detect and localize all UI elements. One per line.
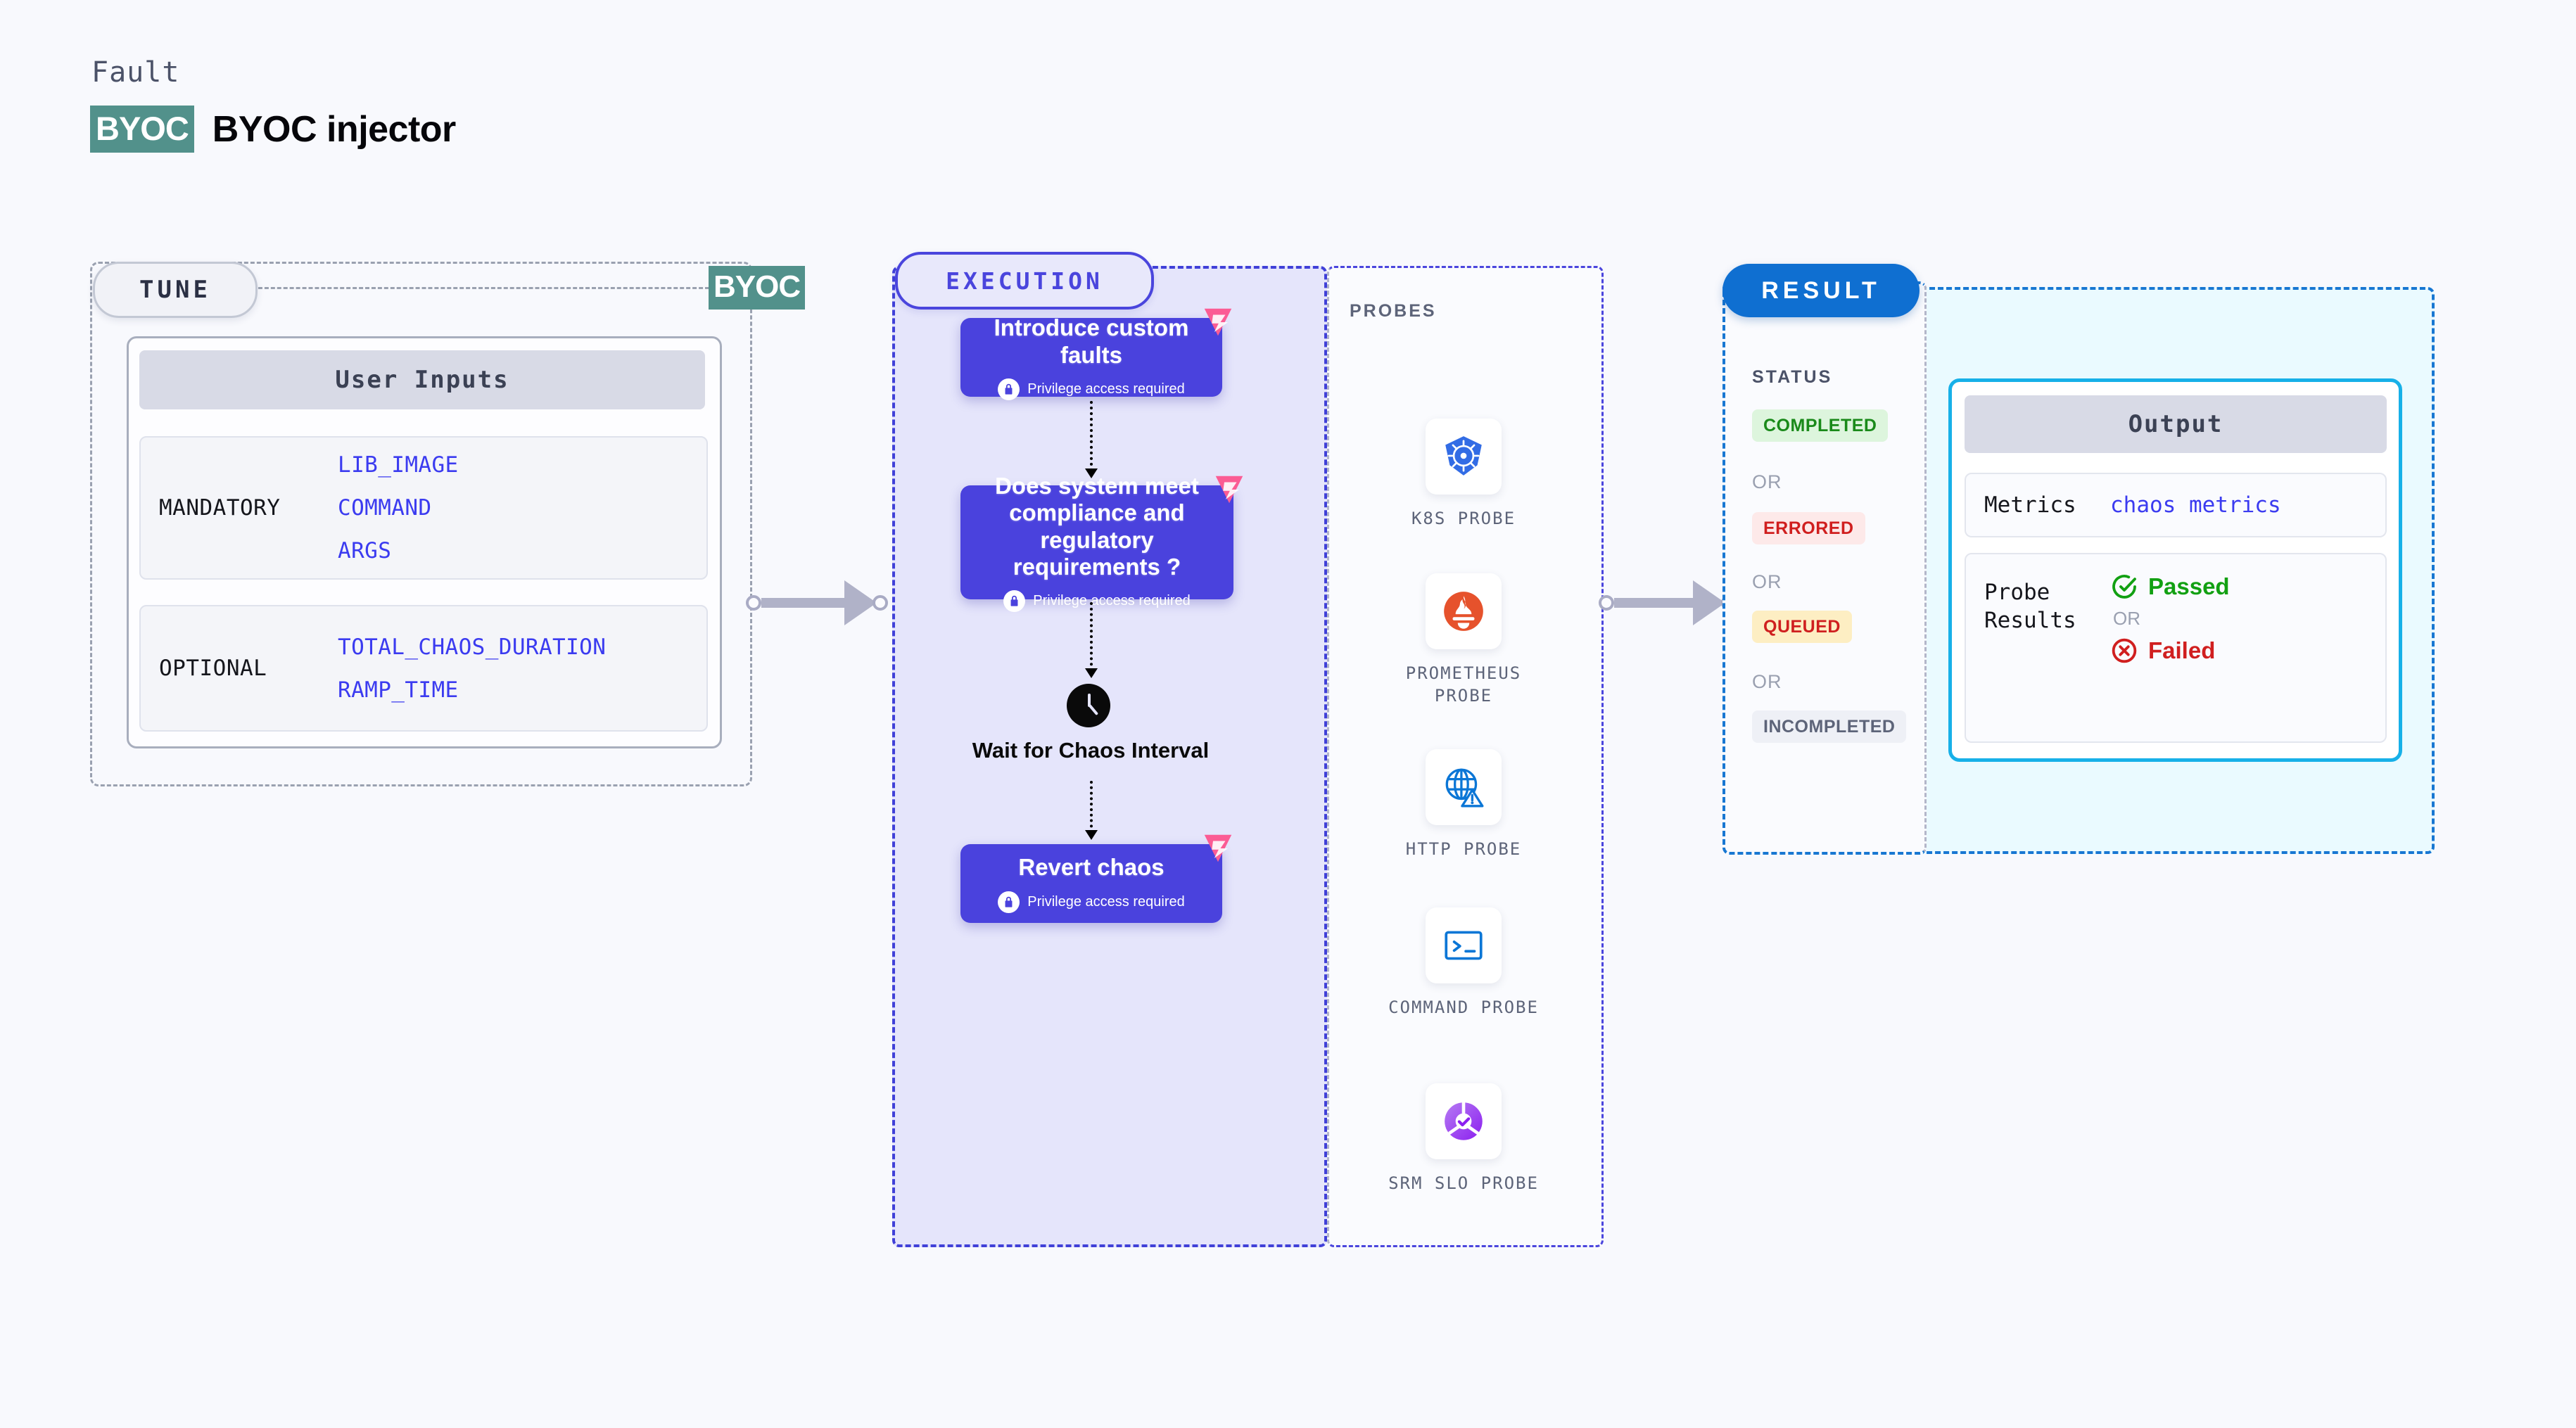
connector-arrowhead	[844, 580, 877, 625]
node-title: Revert chaos	[1018, 854, 1165, 881]
probe-results-row: Probe Results Passed OR Failed	[1965, 553, 2387, 743]
harness-mark-icon	[1215, 476, 1243, 504]
or-separator: OR	[1752, 571, 1782, 592]
output-title: Output	[2128, 410, 2223, 438]
connector-end-dot	[873, 595, 888, 611]
probe-results-label: Probe Results	[1984, 580, 2076, 634]
probe-results-values: Passed OR Failed	[2110, 554, 2230, 665]
probe-label: SRM SLO PROBE	[1388, 1173, 1539, 1193]
metrics-value-link[interactable]: chaos metrics	[2110, 492, 2281, 518]
result-badge-label: RESULT	[1761, 276, 1881, 304]
probe-label: HTTP PROBE	[1405, 839, 1522, 859]
metrics-label: Metrics	[1984, 492, 2076, 518]
wait-for-chaos-interval-label: Wait for Chaos Interval	[972, 738, 1210, 763]
execution-panel	[892, 266, 1327, 1247]
status-badge-queued: QUEUED	[1752, 611, 1852, 643]
check-circle-icon	[2112, 575, 2136, 599]
harness-mark-icon	[1204, 834, 1232, 862]
probe-item-k8s[interactable]: K8S PROBE	[1376, 419, 1552, 530]
x-circle-icon	[2112, 638, 2137, 663]
tune-panel	[90, 262, 752, 786]
tune-badge-label: TUNE	[139, 276, 211, 304]
probe-label: K8S PROBE	[1411, 509, 1516, 528]
clock-icon	[1067, 684, 1110, 727]
harness-mark-icon	[1204, 308, 1232, 336]
node-title: Introduce custom faults	[994, 314, 1189, 368]
probe-item-prometheus[interactable]: PROMETHEUS PROBE	[1376, 573, 1552, 708]
connector-shaft	[1614, 598, 1693, 608]
page-title: BYOC injector	[212, 108, 457, 150]
node-title: Does system meet compliance and regulato…	[995, 472, 1199, 580]
privilege-row: Privilege access required	[998, 891, 1185, 913]
param-lib-image[interactable]: LIB_IMAGE	[338, 452, 459, 478]
metrics-row: Metrics chaos metrics	[1965, 473, 2387, 537]
connector-arrowhead	[1693, 580, 1725, 625]
connector-tune-to-execution	[746, 580, 888, 625]
byoc-edge-badge: BYOC	[709, 266, 806, 310]
mandatory-values: LIB_IMAGE COMMAND ARGS	[338, 452, 459, 563]
kubernetes-icon	[1426, 419, 1502, 495]
mandatory-params-box: MANDATORY LIB_IMAGE COMMAND ARGS	[139, 436, 708, 580]
flow-arrow-1	[1085, 401, 1098, 478]
optional-params-box: OPTIONAL TOTAL_CHAOS_DURATION RAMP_TIME	[139, 605, 708, 732]
page-title-row: BYOC BYOC injector	[90, 106, 456, 153]
terminal-icon	[1426, 907, 1502, 983]
execution-badge-label: EXECUTION	[946, 267, 1103, 295]
privilege-row: Privilege access required	[1003, 590, 1191, 613]
param-args[interactable]: ARGS	[338, 538, 392, 563]
probe-item-srm-slo[interactable]: SRM SLO PROBE	[1376, 1083, 1552, 1194]
optional-values: TOTAL_CHAOS_DURATION RAMP_TIME	[338, 635, 606, 703]
prometheus-icon	[1426, 573, 1502, 649]
or-separator: OR	[1752, 671, 1782, 692]
tune-connector-line	[252, 287, 709, 289]
result-badge[interactable]: RESULT	[1722, 264, 1920, 317]
mandatory-label: MANDATORY	[159, 495, 281, 521]
privilege-label: Privilege access required	[1027, 381, 1185, 397]
user-inputs-header: User Inputs	[139, 350, 705, 409]
status-section-label: STATUS	[1752, 367, 1833, 387]
lock-icon	[1003, 590, 1026, 613]
probes-section-label: PROBES	[1350, 301, 1437, 321]
probe-label: PROMETHEUS PROBE	[1405, 663, 1522, 706]
execution-node-introduce-faults[interactable]: Introduce custom faults Privilege access…	[960, 308, 1232, 400]
probe-result-passed: Passed	[2110, 573, 2230, 601]
fault-eyebrow-label: Fault	[91, 56, 180, 89]
or-separator: OR	[1752, 471, 1782, 492]
param-ramp-time[interactable]: RAMP_TIME	[338, 677, 459, 703]
privilege-row: Privilege access required	[998, 378, 1185, 400]
probe-item-command[interactable]: COMMAND PROBE	[1376, 907, 1552, 1019]
probe-result-failed: Failed	[2110, 637, 2230, 665]
execution-node-revert-chaos[interactable]: Revert chaos Privilege access required	[960, 834, 1232, 923]
status-badge-errored: ERRORED	[1752, 512, 1865, 544]
failed-label: Failed	[2148, 637, 2216, 663]
user-inputs-title: User Inputs	[335, 366, 509, 394]
flow-arrow-2	[1085, 602, 1098, 678]
passed-label: Passed	[2148, 573, 2230, 599]
status-badge-completed: COMPLETED	[1752, 409, 1889, 442]
lock-icon	[998, 378, 1020, 400]
flow-arrow-3	[1085, 781, 1098, 840]
param-command[interactable]: COMMAND	[338, 495, 432, 521]
byoc-badge: BYOC	[90, 106, 194, 153]
param-total-chaos-duration[interactable]: TOTAL_CHAOS_DURATION	[338, 634, 607, 660]
connector-start-dot	[1599, 595, 1614, 611]
lock-icon	[998, 891, 1020, 913]
optional-label: OPTIONAL	[159, 656, 267, 681]
execution-node-compliance-check[interactable]: Does system meet compliance and regulato…	[960, 473, 1243, 613]
privilege-label: Privilege access required	[1033, 593, 1191, 609]
globe-warning-icon	[1426, 749, 1502, 825]
connector-start-dot	[746, 595, 761, 611]
srm-slo-icon	[1426, 1083, 1502, 1159]
probe-item-http[interactable]: HTTP PROBE	[1376, 749, 1552, 860]
connector-execution-to-result	[1599, 580, 1737, 625]
connector-shaft	[761, 598, 844, 608]
execution-badge[interactable]: EXECUTION	[895, 252, 1154, 310]
privilege-label: Privilege access required	[1027, 893, 1185, 910]
output-card-header: Output	[1965, 395, 2387, 453]
or-separator: OR	[2113, 608, 2140, 629]
probe-label: COMMAND PROBE	[1388, 997, 1539, 1017]
tune-badge[interactable]: TUNE	[93, 262, 258, 318]
status-badge-incompleted: INCOMPLETED	[1752, 710, 1907, 743]
